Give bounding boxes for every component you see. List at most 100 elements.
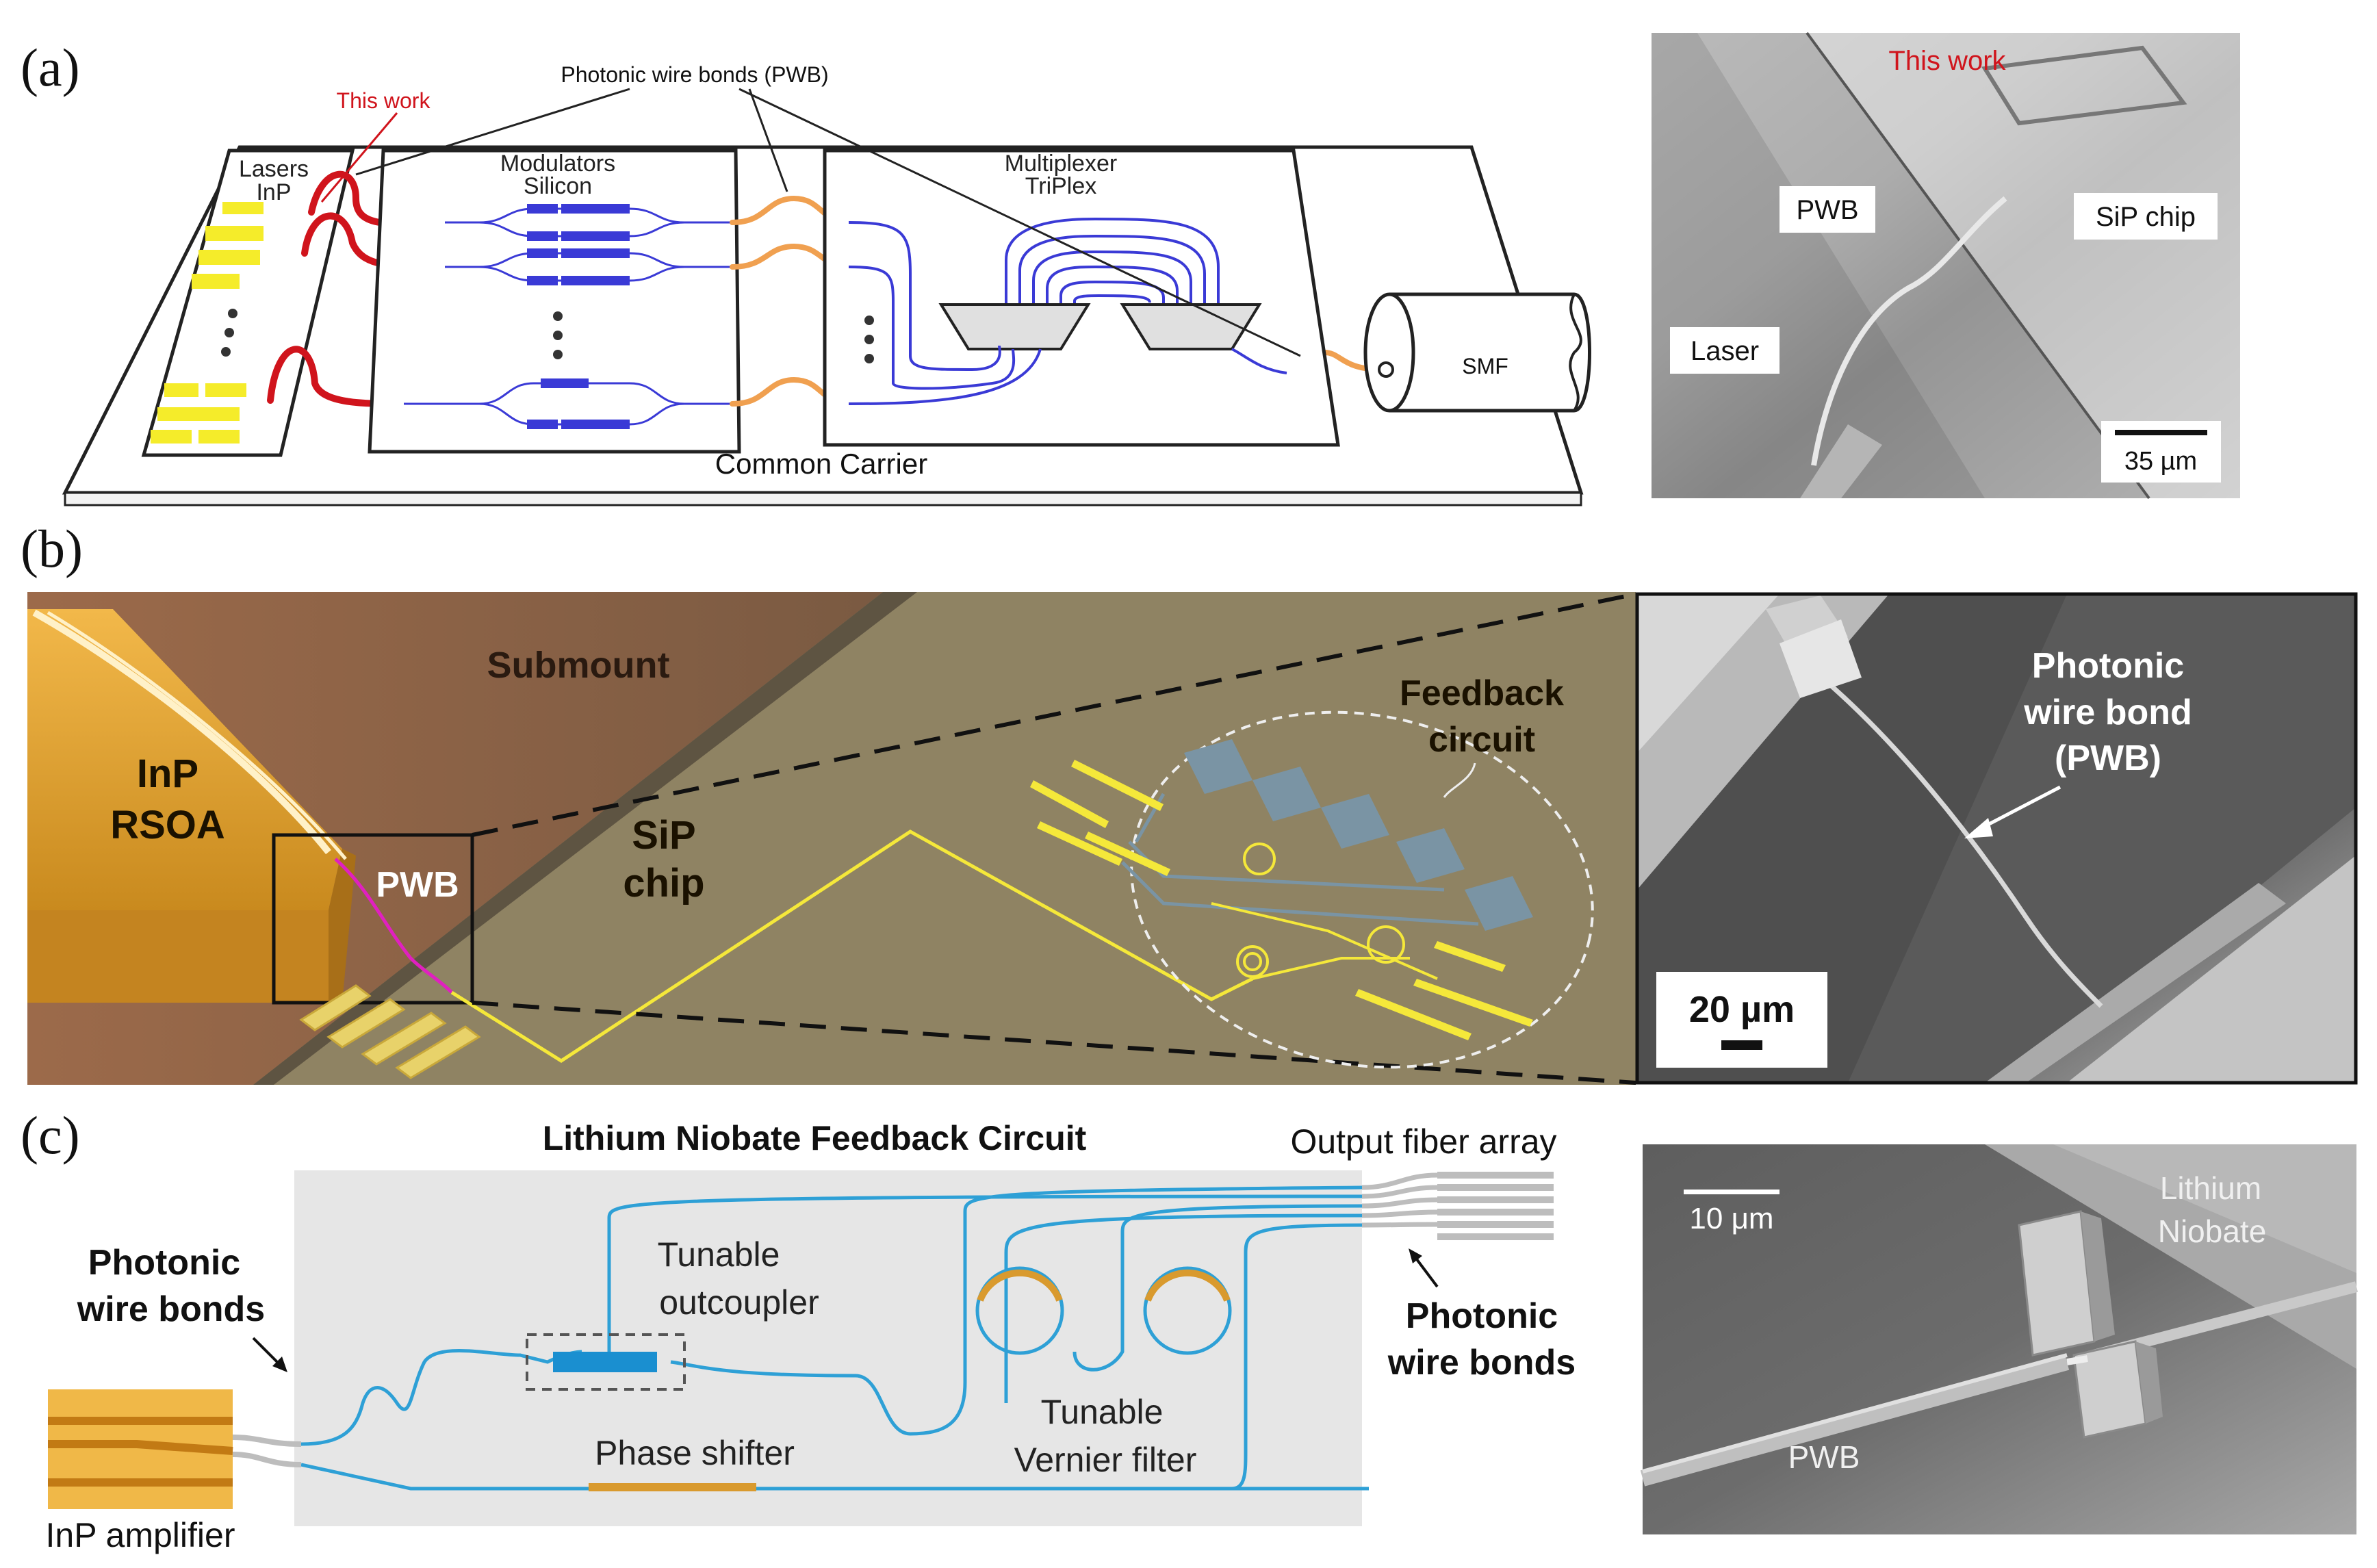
feedback-line1: Feedback	[1400, 673, 1564, 713]
modulators-chip	[368, 149, 741, 454]
sem-c-scale: 10 μm	[1689, 1202, 1773, 1235]
sem-a-sip-chip: SiP chip	[2096, 202, 2196, 232]
tunable-outcoupler-line2: outcoupler	[659, 1283, 819, 1322]
feedback-traces	[1121, 793, 1479, 926]
inp-rsoa-line2: RSOA	[110, 803, 225, 847]
sem-b-line1: Photonic	[2032, 646, 2184, 686]
sem-a-sip-box	[2074, 193, 2218, 240]
sip-pads	[299, 984, 481, 1079]
lasers-label-line1: Lasers	[239, 156, 309, 182]
phase-shifter-electrode	[589, 1483, 756, 1491]
sem-a-pwb: PWB	[1796, 195, 1858, 225]
phase-shifter-label: Phase shifter	[595, 1434, 795, 1472]
sem-image-b	[1637, 594, 2356, 1083]
pwb-right-line2: wire bonds	[1387, 1343, 1576, 1383]
modulator-dots	[553, 311, 563, 359]
sem-a-pwb-box	[1779, 186, 1875, 233]
feedback-leader	[1443, 762, 1476, 798]
panel-a-letter: (a)	[21, 38, 80, 97]
panel-b-letter: (b)	[21, 519, 83, 578]
inp-amplifier	[48, 1389, 233, 1509]
modulators-label-line2: Silicon	[524, 173, 592, 199]
sip-chip-edge	[253, 592, 917, 1085]
feedback-tapers	[1030, 760, 1533, 1040]
mux-dots	[864, 316, 874, 363]
zoom-line-bottom	[472, 1001, 1636, 1085]
multiplexer-label-line2: TriPlex	[1025, 173, 1097, 199]
vernier-rings	[975, 1266, 1232, 1355]
mux-input-waveguides	[848, 221, 1287, 405]
vernier-line2: Vernier filter	[1014, 1441, 1197, 1479]
common-carrier-label: Common Carrier	[715, 448, 927, 480]
tunable-outcoupler-line1: Tunable	[658, 1235, 780, 1274]
feedback-waveguides	[1211, 843, 1438, 980]
sem-b-scale: 20 µm	[1689, 989, 1795, 1030]
zoom-box	[272, 833, 474, 1005]
sem-a-laser-box	[1670, 327, 1779, 374]
pwb-annotation-leader-3	[738, 88, 1301, 357]
sem-a-scale-bar	[2115, 430, 2207, 435]
output-fiber-label: Output fiber array	[1290, 1122, 1556, 1161]
input-pwbs	[232, 1435, 302, 1467]
rsoa-waveguide-2	[47, 611, 347, 860]
sem-a-scale: 35 µm	[2124, 447, 2197, 476]
smf-fiber	[1363, 292, 1591, 413]
modulators-label-line1: Modulators	[500, 151, 615, 177]
sem-b-scale-bar	[1721, 1040, 1762, 1050]
feedback-pads	[1184, 739, 1533, 931]
submount-label: Submount	[487, 645, 670, 686]
pwb-annotation-leader-1	[355, 88, 630, 176]
pwb-left-line2: wire bonds	[77, 1289, 265, 1329]
laser-pads	[151, 202, 264, 444]
smf-label: SMF	[1462, 354, 1508, 378]
outcoupler-electrode	[553, 1352, 657, 1372]
sem-c-scale-bar	[1684, 1190, 1779, 1194]
this-work-annotation: This work	[337, 88, 431, 113]
output-fiber-array	[1437, 1172, 1554, 1240]
pwb-right-arrowhead	[1409, 1248, 1422, 1263]
sem-image-a	[1652, 31, 2240, 500]
inp-rsoa-line1: InP	[137, 751, 198, 796]
output-pwbs	[1361, 1172, 1438, 1228]
pwb-left-arrow	[252, 1337, 279, 1363]
panel-b: (b) Submount InP RSOA PWB SiP chip	[21, 519, 2358, 1085]
lasers-label-line2: InP	[256, 179, 291, 205]
sem-a-laser: Laser	[1691, 336, 1759, 366]
pwb-annotation: Photonic wire bonds (PWB)	[561, 62, 828, 87]
pwb-render-label: PWB	[376, 865, 459, 905]
sem-image-c	[1640, 1144, 2359, 1534]
mux-star-coupler-left	[938, 303, 1091, 350]
multiplexer-label-line1: Multiplexer	[1005, 151, 1117, 177]
sem-b-line3: (PWB)	[2055, 738, 2161, 778]
sem-b-scale-box	[1656, 972, 1827, 1068]
zoom-line-top	[472, 592, 1636, 837]
panel-a: (a) Common Carrier Lasers InP	[21, 31, 2240, 506]
ln-title: Lithium Niobate Feedback Circuit	[543, 1119, 1087, 1157]
sip-chip-line2: chip	[623, 861, 704, 905]
sem-b-frame	[1635, 592, 2358, 1085]
laser-chip	[141, 149, 355, 457]
sem-c-ln-line1: Lithium	[2160, 1170, 2261, 1206]
pwb-render	[334, 858, 453, 994]
inp-amplifier-label: InP amplifier	[46, 1516, 235, 1554]
sem-b-arrow-head	[1964, 818, 1993, 838]
rsoa-waveguide	[32, 609, 331, 855]
feedback-line2: circuit	[1428, 720, 1535, 760]
mzm-electrodes	[527, 204, 630, 429]
outcoupler-box	[526, 1333, 686, 1391]
inp-rsoa-side	[329, 849, 356, 1003]
inp-rsoa-top	[27, 609, 342, 910]
sem-c-ln-line2: Niobate	[2158, 1213, 2267, 1249]
feedback-ellipse	[1130, 710, 1594, 1069]
pwb-left-line1: Photonic	[88, 1243, 240, 1283]
pwb-annotation-leader-2	[748, 88, 788, 192]
sem-a-this-work: This work	[1888, 46, 2006, 76]
sip-chip-line1: SiP	[632, 813, 696, 858]
common-carrier-edge	[64, 491, 1582, 506]
panel-c-letter: (c)	[21, 1105, 80, 1165]
this-work-leader	[320, 112, 398, 203]
pwb-right-line1: Photonic	[1406, 1296, 1558, 1336]
ln-waveguides	[300, 1185, 1369, 1491]
sip-bus-waveguide	[450, 830, 1254, 1063]
pwb-left-arrowhead	[272, 1357, 287, 1372]
